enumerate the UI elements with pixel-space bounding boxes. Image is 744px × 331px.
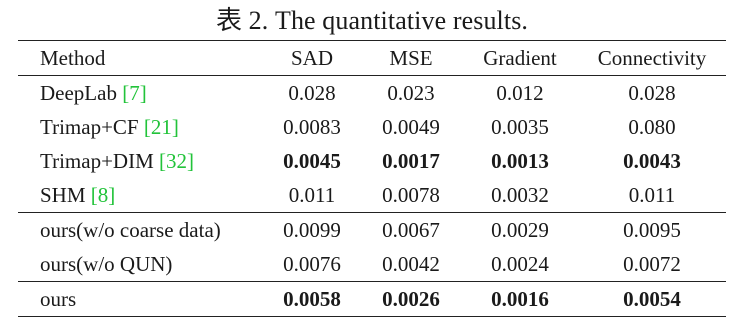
connectivity-cell: 0.011 — [628, 183, 676, 207]
citation-link[interactable]: [21] — [143, 115, 179, 139]
table-row: Trimap+DIM [32] 0.0045 0.0017 0.0013 0.0… — [18, 144, 726, 178]
citation-link[interactable]: [7] — [122, 81, 147, 105]
connectivity-cell: 0.0043 — [623, 149, 681, 173]
method-name: Trimap+DIM — [40, 149, 154, 173]
method-cell: ours — [18, 281, 264, 317]
sad-cell: 0.0083 — [283, 115, 341, 139]
results-table: Method SAD MSE Gradient Connectivity Dee… — [18, 40, 726, 317]
table-row: ours 0.0058 0.0026 0.0016 0.0054 — [18, 281, 726, 317]
method-name: Trimap+CF — [40, 115, 139, 139]
method-cell: Trimap+DIM [32] — [18, 144, 264, 178]
method-name: DeepLab — [40, 81, 117, 105]
mse-cell: 0.0026 — [360, 281, 462, 317]
citation-link[interactable]: [32] — [159, 149, 194, 173]
sad-cell: 0.011 — [288, 183, 336, 207]
header-row: Method SAD MSE Gradient Connectivity — [18, 40, 726, 76]
table-row: ours(w/o coarse data) 0.0099 0.0067 0.00… — [18, 212, 726, 247]
method-name: ours(w/o coarse data) — [40, 218, 221, 242]
method-cell: ours(w/o QUN) — [18, 247, 264, 282]
citation-link[interactable]: [8] — [90, 183, 116, 207]
gradient-cell: 0.0032 — [491, 183, 549, 207]
connectivity-cell: 0.0072 — [623, 252, 681, 276]
gradient-cell: 0.0013 — [491, 149, 549, 173]
connectivity-cell: 0.080 — [628, 115, 676, 139]
method-name: SHM — [40, 183, 86, 207]
gradient-cell: 0.0035 — [491, 115, 549, 139]
table-row: DeepLab [7] 0.028 0.023 0.012 0.028 — [18, 75, 726, 110]
sad-cell: 0.0045 — [283, 149, 341, 173]
method-name: ours(w/o QUN) — [40, 252, 173, 276]
method-cell: SHM [8] — [18, 178, 264, 213]
table-row: SHM [8] 0.011 0.0078 0.0032 0.011 — [18, 178, 726, 213]
method-cell: ours(w/o coarse data) — [18, 212, 264, 247]
header-sad: SAD — [264, 40, 360, 76]
sad-cell: 0.0099 — [264, 212, 360, 247]
mse-cell: 0.0017 — [382, 149, 440, 173]
mse-cell: 0.0042 — [382, 252, 440, 276]
gradient-cell: 0.0029 — [462, 212, 578, 247]
table-row: ours(w/o QUN) 0.0076 0.0042 0.0024 0.007… — [18, 247, 726, 282]
header-mse: MSE — [360, 40, 462, 76]
gradient-cell: 0.012 — [462, 75, 578, 110]
method-cell: Trimap+CF [21] — [18, 110, 264, 144]
method-cell: DeepLab [7] — [18, 75, 264, 110]
results-table-container: Method SAD MSE Gradient Connectivity Dee… — [18, 40, 726, 317]
header-gradient: Gradient — [462, 40, 578, 76]
table-caption: 表 2. The quantitative results. — [215, 6, 529, 35]
gradient-cell: 0.0016 — [462, 281, 578, 317]
mse-cell: 0.0049 — [382, 115, 440, 139]
mse-cell: 0.0067 — [360, 212, 462, 247]
gradient-cell: 0.0024 — [491, 252, 549, 276]
mse-cell: 0.0078 — [382, 183, 440, 207]
connectivity-cell: 0.0054 — [578, 281, 726, 317]
header-connectivity: Connectivity — [578, 40, 726, 76]
method-name: ours — [40, 287, 77, 311]
mse-cell: 0.023 — [360, 75, 462, 110]
table-row: Trimap+CF [21] 0.0083 0.0049 0.0035 0.08… — [18, 110, 726, 144]
sad-cell: 0.0058 — [264, 281, 360, 317]
connectivity-cell: 0.0095 — [578, 212, 726, 247]
connectivity-cell: 0.028 — [578, 75, 726, 110]
header-method: Method — [18, 40, 264, 76]
sad-cell: 0.0076 — [283, 252, 341, 276]
sad-cell: 0.028 — [264, 75, 360, 110]
